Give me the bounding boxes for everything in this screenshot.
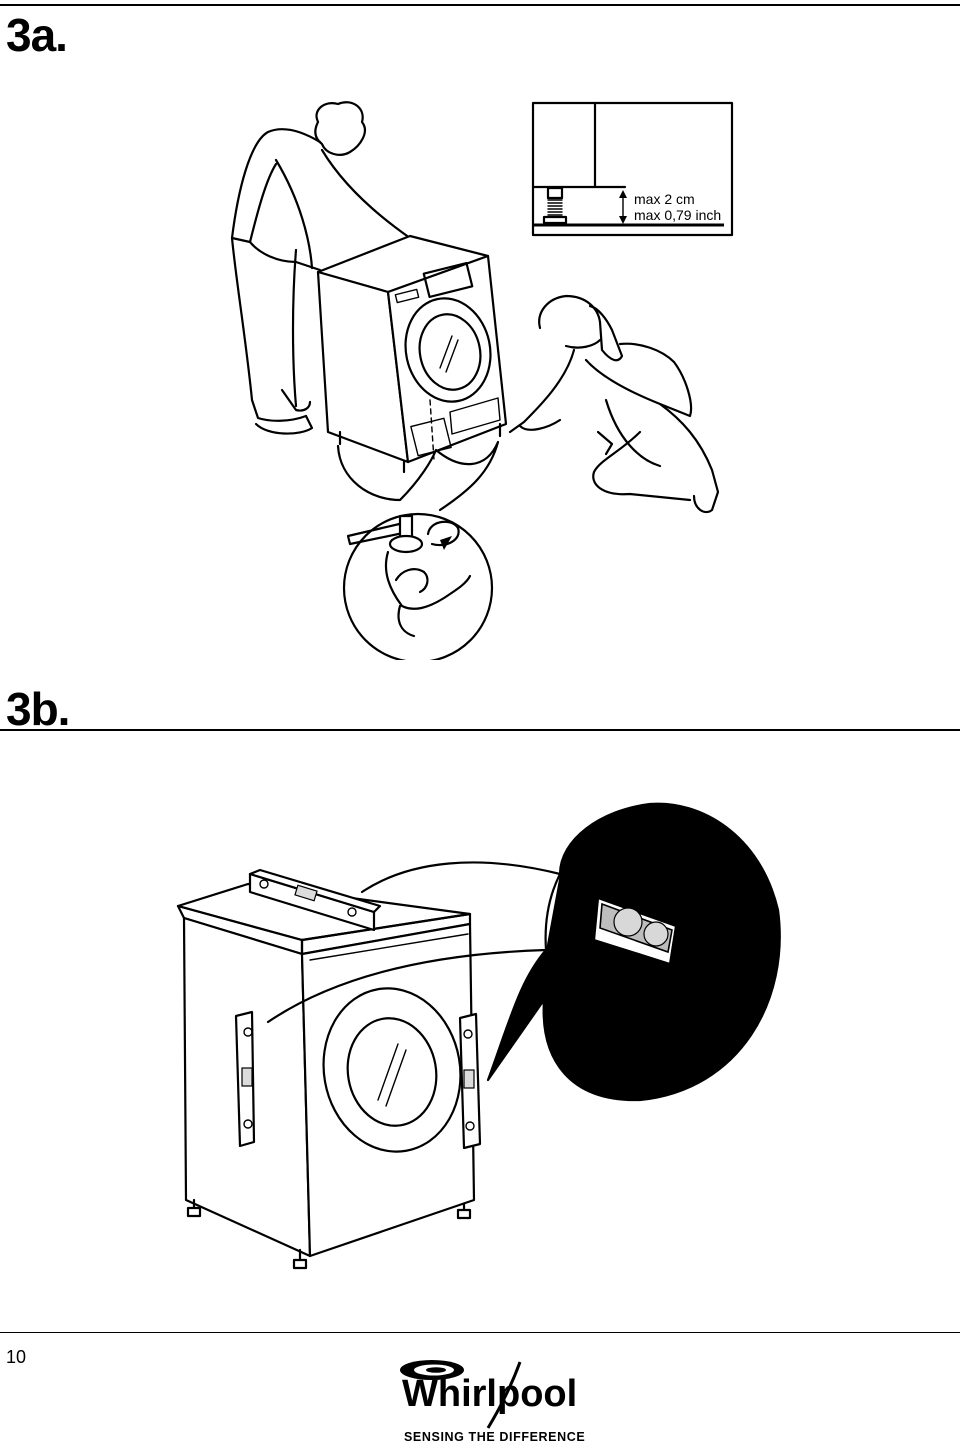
brand-wordmark: Whirlpool <box>402 1373 576 1415</box>
spirit-level-top <box>248 868 382 932</box>
clearance-note-line1: max 2 cm <box>634 191 695 207</box>
foot-adjust-zoom <box>336 440 500 660</box>
standing-person <box>230 101 412 435</box>
spirit-level-left-side <box>234 1010 256 1148</box>
washer-appliance <box>176 882 476 1270</box>
footer-rule <box>0 1332 960 1333</box>
clearance-inset <box>531 101 734 237</box>
rotate-clockwise-icon <box>426 520 460 550</box>
brand-tagline: SENSING THE DIFFERENCE <box>404 1430 586 1444</box>
top-rule <box>0 4 960 6</box>
dryer-appliance <box>316 234 508 474</box>
mid-rule <box>0 729 960 731</box>
clearance-note-line2: max 0,79 inch <box>634 207 722 223</box>
whirlpool-logo: Whirlpool <box>400 1360 576 1429</box>
kneeling-person <box>508 294 720 514</box>
vertical-double-arrow-icon <box>619 190 627 224</box>
section-3b-title: 3b. <box>6 683 70 735</box>
leveling-feet-illustration <box>230 101 734 660</box>
section-3a-title: 3a. <box>6 9 68 61</box>
level-zoom-bubble <box>266 802 781 1102</box>
spirit-level-right-side <box>458 1012 482 1150</box>
whirlpool-swirl-icon <box>400 1360 464 1380</box>
spirit-level-illustration <box>176 802 781 1270</box>
page-number: 10 <box>6 1347 27 1367</box>
